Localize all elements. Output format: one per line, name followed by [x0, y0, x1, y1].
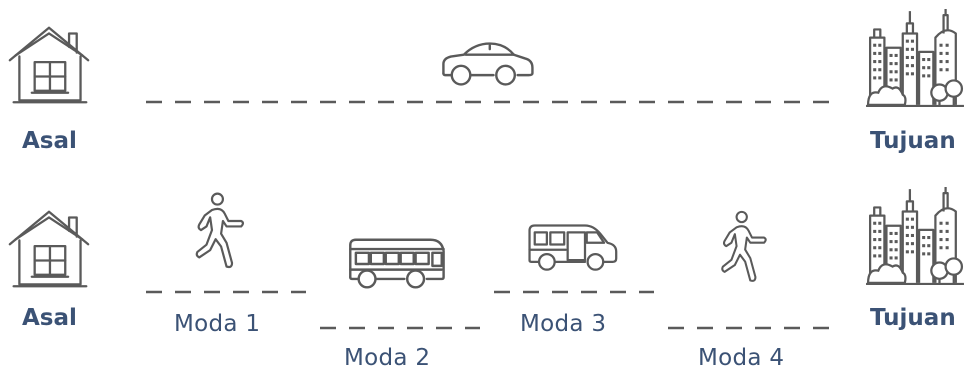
mode-2-label: Moda 2 — [344, 345, 431, 371]
mode-1-label: Moda 1 — [174, 311, 261, 337]
house-icon — [8, 210, 90, 288]
walking-person-icon — [195, 192, 245, 269]
bus-icon — [349, 238, 445, 289]
destination-label: Tujuan — [870, 305, 956, 331]
minibus-van-icon — [528, 224, 618, 271]
mode-4-label: Moda 4 — [698, 345, 785, 371]
city-buildings-icon — [864, 185, 966, 286]
city-buildings-icon — [864, 7, 966, 108]
origin-label: Asal — [22, 305, 77, 331]
car-icon — [442, 42, 534, 86]
house-icon — [8, 26, 90, 104]
origin-label: Asal — [22, 128, 77, 154]
destination-label: Tujuan — [870, 128, 956, 154]
mode-3-label: Moda 3 — [520, 311, 607, 337]
walking-person-icon — [721, 210, 767, 282]
